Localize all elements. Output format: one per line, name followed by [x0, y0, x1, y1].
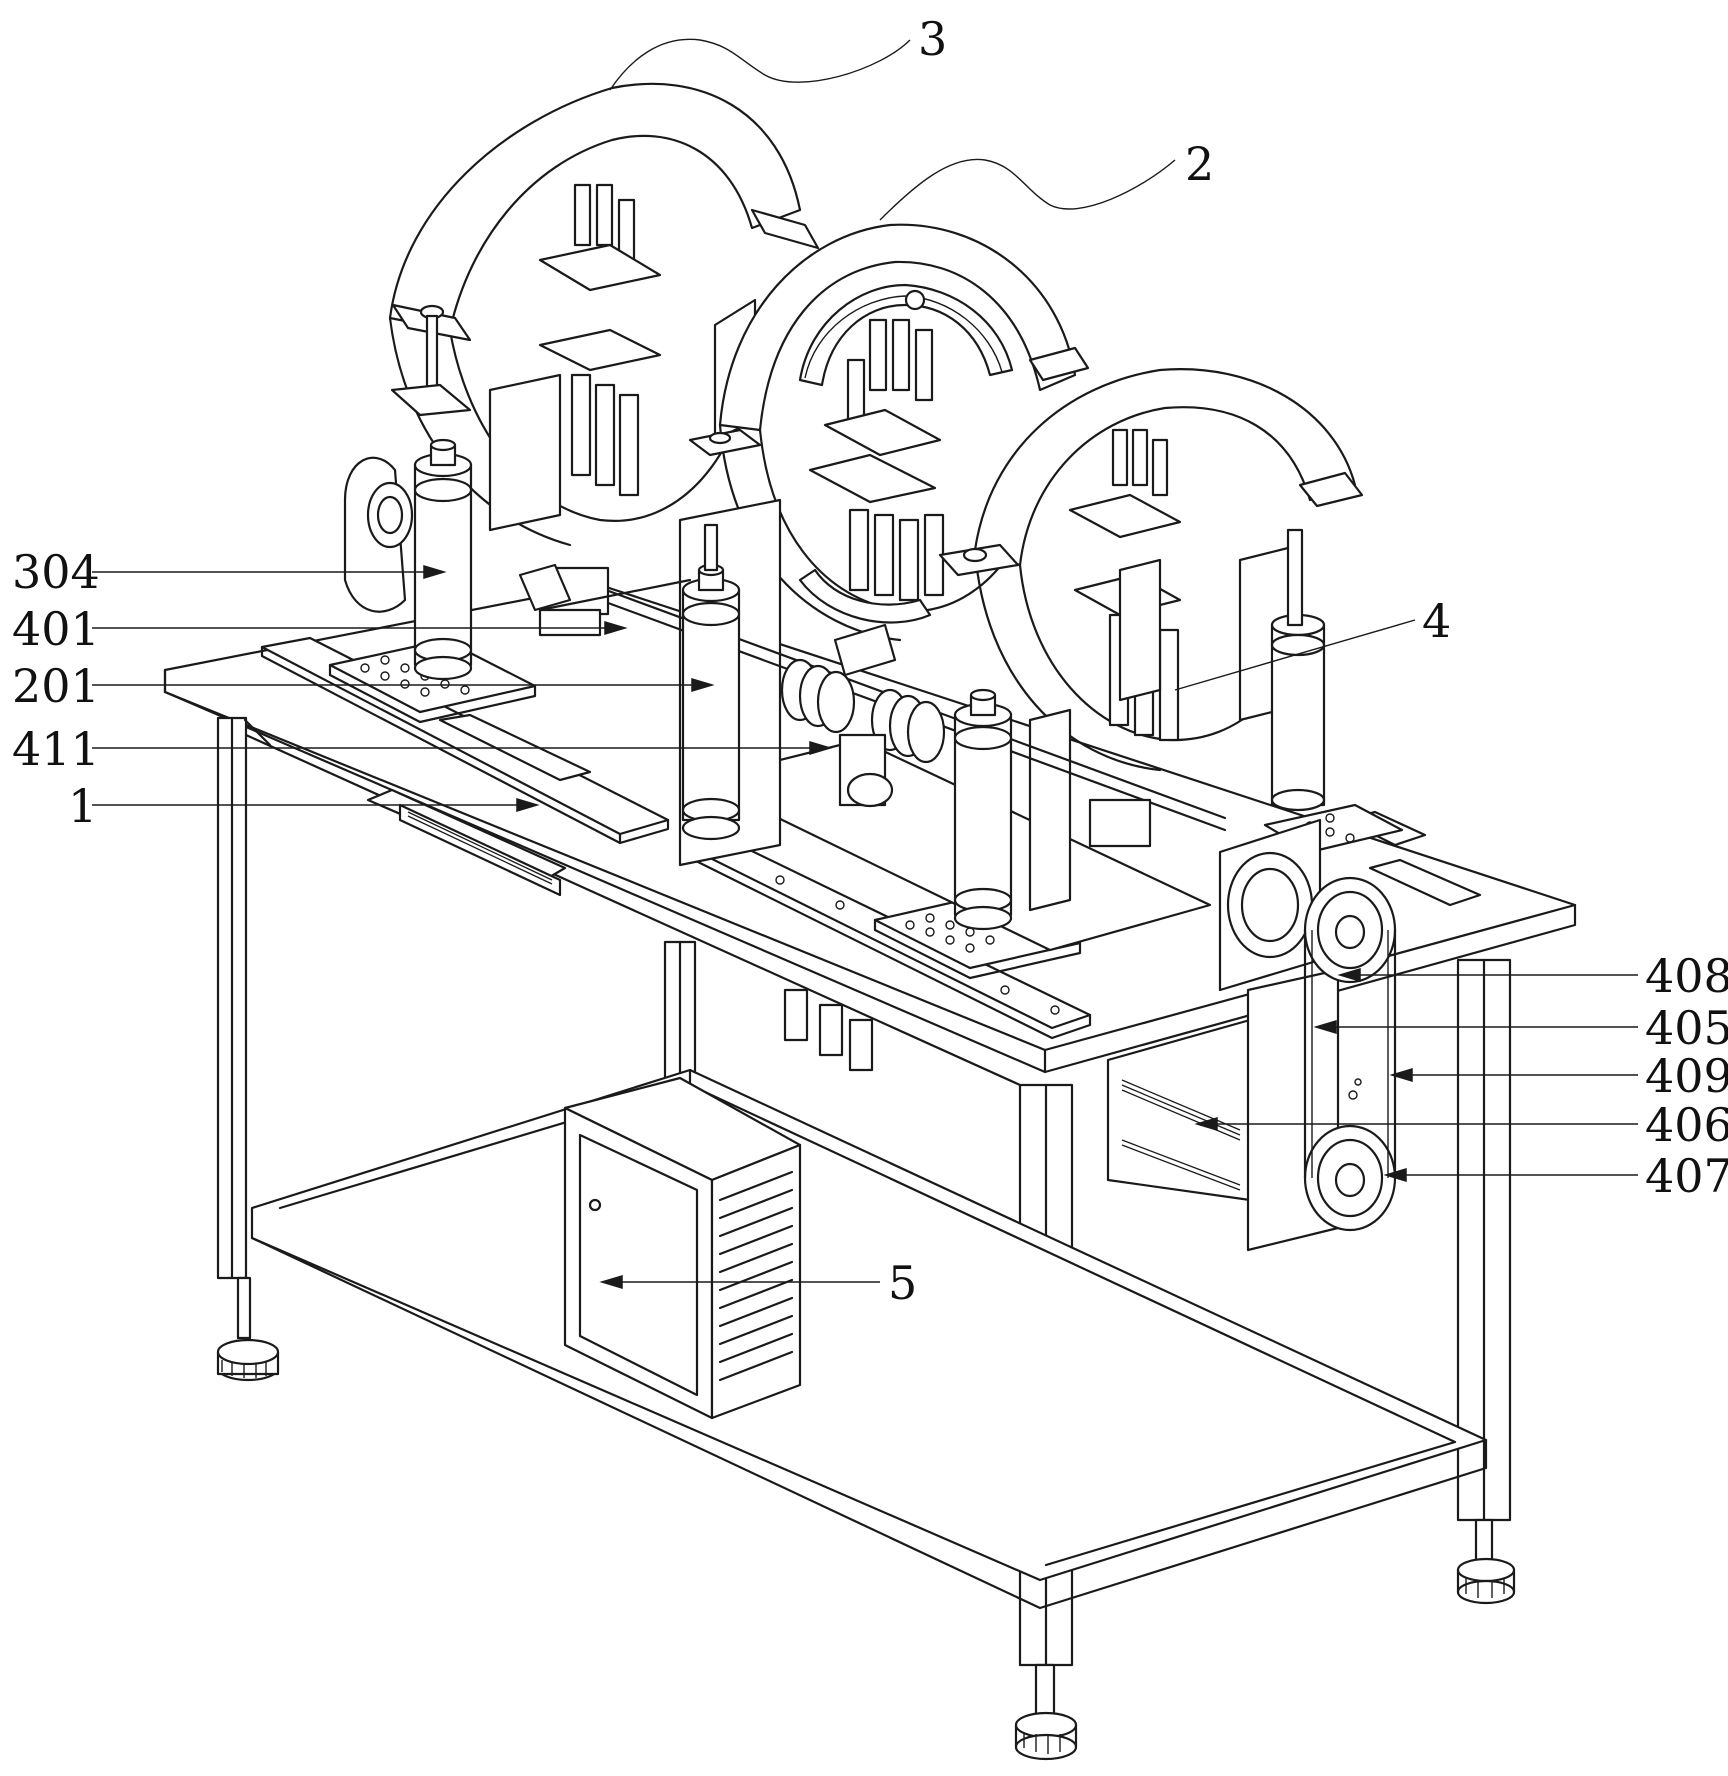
- label-408: 408: [1645, 949, 1728, 1003]
- label-3: 3: [918, 12, 947, 66]
- leader-lines: [92, 38, 1638, 1283]
- label-406: 406: [1645, 1098, 1728, 1152]
- motor-flange: [1218, 818, 1322, 992]
- under-table-slide-right: [1106, 1018, 1252, 1202]
- arrow-406: [1194, 1116, 1218, 1132]
- cylinder-front: [953, 688, 1013, 931]
- arrow-405: [1313, 1019, 1337, 1035]
- label-5: 5: [888, 1256, 917, 1310]
- slide-plate-front: [873, 893, 1082, 980]
- cabinet-lock-icon: [588, 1198, 602, 1212]
- leader-2: [879, 158, 1176, 221]
- arrow-407: [1383, 1167, 1407, 1183]
- label-4: 4: [1422, 594, 1451, 648]
- pulley-upper-408: [1303, 876, 1397, 984]
- arrow-5: [599, 1274, 623, 1290]
- label-401: 401: [12, 602, 100, 656]
- label-405: 405: [1645, 1001, 1728, 1055]
- coupling-411: [780, 658, 946, 808]
- arrow-304: [423, 564, 447, 580]
- cylinder-201: [681, 523, 741, 841]
- callout-labels: 3 2 4 304 401 201 411 1 408 405 409 406 …: [12, 12, 1728, 1310]
- leader-arrowheads: [423, 564, 1413, 1290]
- arrow-411: [809, 740, 833, 756]
- arrow-1: [516, 797, 540, 813]
- left-belt-pulley: [343, 456, 414, 613]
- label-201: 201: [12, 659, 100, 713]
- ring-clamp-4: [938, 368, 1364, 912]
- pulley-lower-407: [1303, 1124, 1397, 1232]
- cabinet-vents: [718, 1170, 794, 1382]
- label-407: 407: [1645, 1149, 1728, 1203]
- screw-drive-401: [518, 563, 692, 637]
- leader-3: [609, 38, 911, 91]
- leg-front-left: [216, 716, 280, 1382]
- arrow-401: [604, 620, 628, 636]
- leader-4: [1174, 619, 1416, 691]
- drive-belt-409: [1303, 928, 1397, 1180]
- rotary-gear-ring: [798, 283, 1014, 387]
- label-411: 411: [12, 722, 100, 776]
- under-table-slide-left: [366, 788, 567, 897]
- arrow-409: [1389, 1067, 1413, 1083]
- label-304: 304: [12, 545, 100, 599]
- label-2: 2: [1185, 137, 1214, 191]
- cylinder-304: [413, 438, 473, 681]
- label-409: 409: [1645, 1049, 1728, 1103]
- arrow-201: [691, 677, 715, 693]
- label-1: 1: [68, 779, 97, 833]
- under-table-brackets: [783, 988, 874, 1072]
- leg-back-right: [1456, 958, 1516, 1605]
- arrow-408: [1337, 967, 1361, 983]
- lower-shelf-frame: [250, 1068, 1488, 1582]
